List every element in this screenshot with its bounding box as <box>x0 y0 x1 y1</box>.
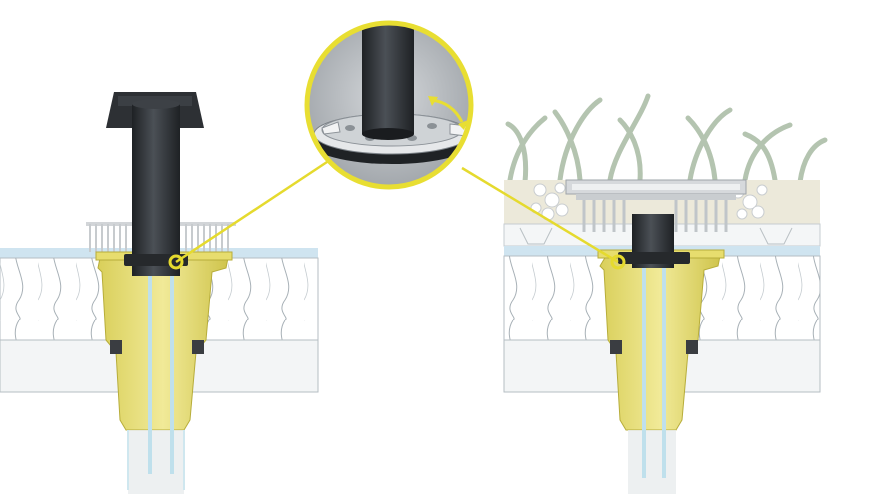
grass-vegetation <box>505 93 828 185</box>
left-vent-pipe <box>106 92 204 276</box>
right-clamp-ring <box>618 252 690 264</box>
callout-ring <box>304 20 474 190</box>
callout-leader-lines <box>175 158 619 264</box>
rotation-arrow-icon <box>428 96 468 130</box>
left-callout-marker <box>168 254 184 270</box>
right-callout-marker <box>610 254 626 270</box>
right-drain-body <box>597 214 725 494</box>
inspection-chamber <box>565 179 747 232</box>
zoom-callout <box>304 20 474 190</box>
